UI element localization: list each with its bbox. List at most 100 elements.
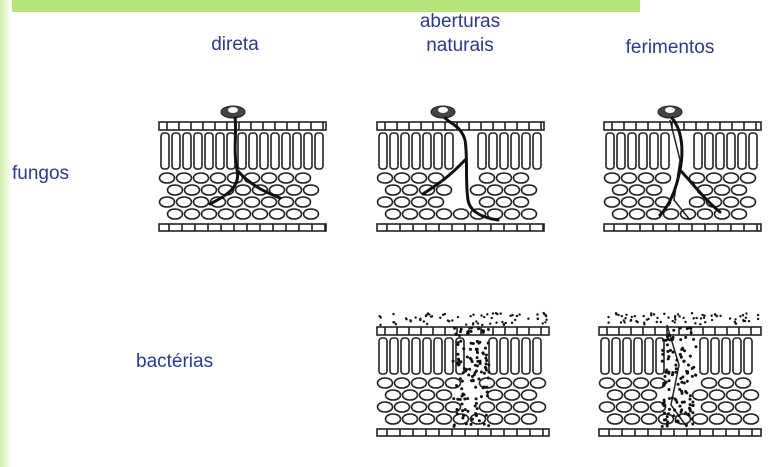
palisade-cell [727,133,735,169]
spongy-cell [514,173,529,183]
bacterium [477,377,480,380]
bacterium [647,318,649,320]
spongy-cell [497,197,512,207]
bacterium [541,322,543,324]
bacterium [516,315,518,317]
spongy-cell [420,209,435,219]
bacterium [544,321,546,323]
palisade-cell [238,133,246,169]
spongy-cell [608,414,623,424]
bacterium [464,370,467,373]
bacterium [691,422,694,425]
bacterium [470,379,473,382]
leaf-tissue [604,122,761,231]
bacterium [661,425,664,428]
bacterium [703,317,705,319]
bacterium [380,316,382,318]
palisade-cell [500,338,508,374]
spongy-cell [715,185,730,195]
palisade-cell [260,133,268,169]
bacterium [634,315,636,317]
palisade-cell [205,133,213,169]
spongy-cell [429,378,444,388]
spongy-cell [639,173,654,183]
spongy-cell [741,173,756,183]
upper-epidermis [377,327,549,335]
spongy-cell [622,173,637,183]
bacterium [474,371,477,374]
bacterium [757,314,759,316]
palisade-cell [533,133,541,169]
spongy-cell [403,185,418,195]
spongy-cell [412,378,427,388]
bacterium [470,326,473,329]
bacterium [684,336,687,339]
bacterium [674,321,676,323]
bacterium [475,397,478,400]
bacterium [484,347,487,350]
bacterium [716,315,718,317]
bacterium [487,342,490,345]
palisade-cell [161,133,169,169]
bacterium [455,408,458,411]
palisade-cell [304,133,312,169]
spongy-cell [600,402,615,412]
spongy-cell [287,209,302,219]
spongy-cell [605,197,620,207]
bacterium [666,335,669,338]
palisade-cell [601,338,609,374]
spongy-cell [287,185,302,195]
bacterium [663,313,665,315]
spongy-cell [702,402,717,412]
bacterium [439,317,441,319]
spongy-cell [727,414,742,424]
bacterium [475,320,477,322]
bacterium [674,398,677,401]
column-header-wounds: ferimentos [600,36,740,60]
palisade-cell [423,133,431,169]
bacterium [692,366,695,369]
bacterium [691,417,694,420]
spongy-cell [505,414,520,424]
spongy-cell [454,209,469,219]
bacterium [677,313,679,315]
leaf-section-fungus-direct-icon [155,100,330,235]
bacterium [472,314,474,316]
palisade-cell [744,338,752,374]
bacterium [471,418,474,421]
palisade-cell [705,133,713,169]
bacterium [489,323,491,325]
bacterium [496,313,498,315]
bacterium [481,324,483,326]
bacterium [694,322,696,324]
bacterium [680,355,683,358]
spongy-cell [480,197,495,207]
palisade-cell [645,338,653,374]
bacterium [662,339,665,342]
bacterium [678,405,681,408]
bacterium [479,362,482,365]
bacterium [650,312,652,314]
bacterium [691,375,694,378]
spongy-cell [522,209,537,219]
bacterium [671,320,673,322]
spongy-cell [630,209,645,219]
spongy-cell [702,378,717,388]
spongy-cell [202,209,217,219]
spongy-cell [617,402,632,412]
bacterium [691,401,694,404]
bacterium [683,349,686,352]
spongy-cell [177,197,192,207]
bacterium [675,420,678,423]
bacterium [500,312,502,314]
bacterium [663,403,666,406]
bacterium [453,327,456,330]
spongy-cell [471,185,486,195]
spongy-cell [378,197,393,207]
bacterium [453,424,456,427]
spongy-cell [194,173,209,183]
spongy-cell [185,209,200,219]
spongy-cell [647,185,662,195]
bacterium [666,415,669,418]
bacterium [701,314,703,316]
